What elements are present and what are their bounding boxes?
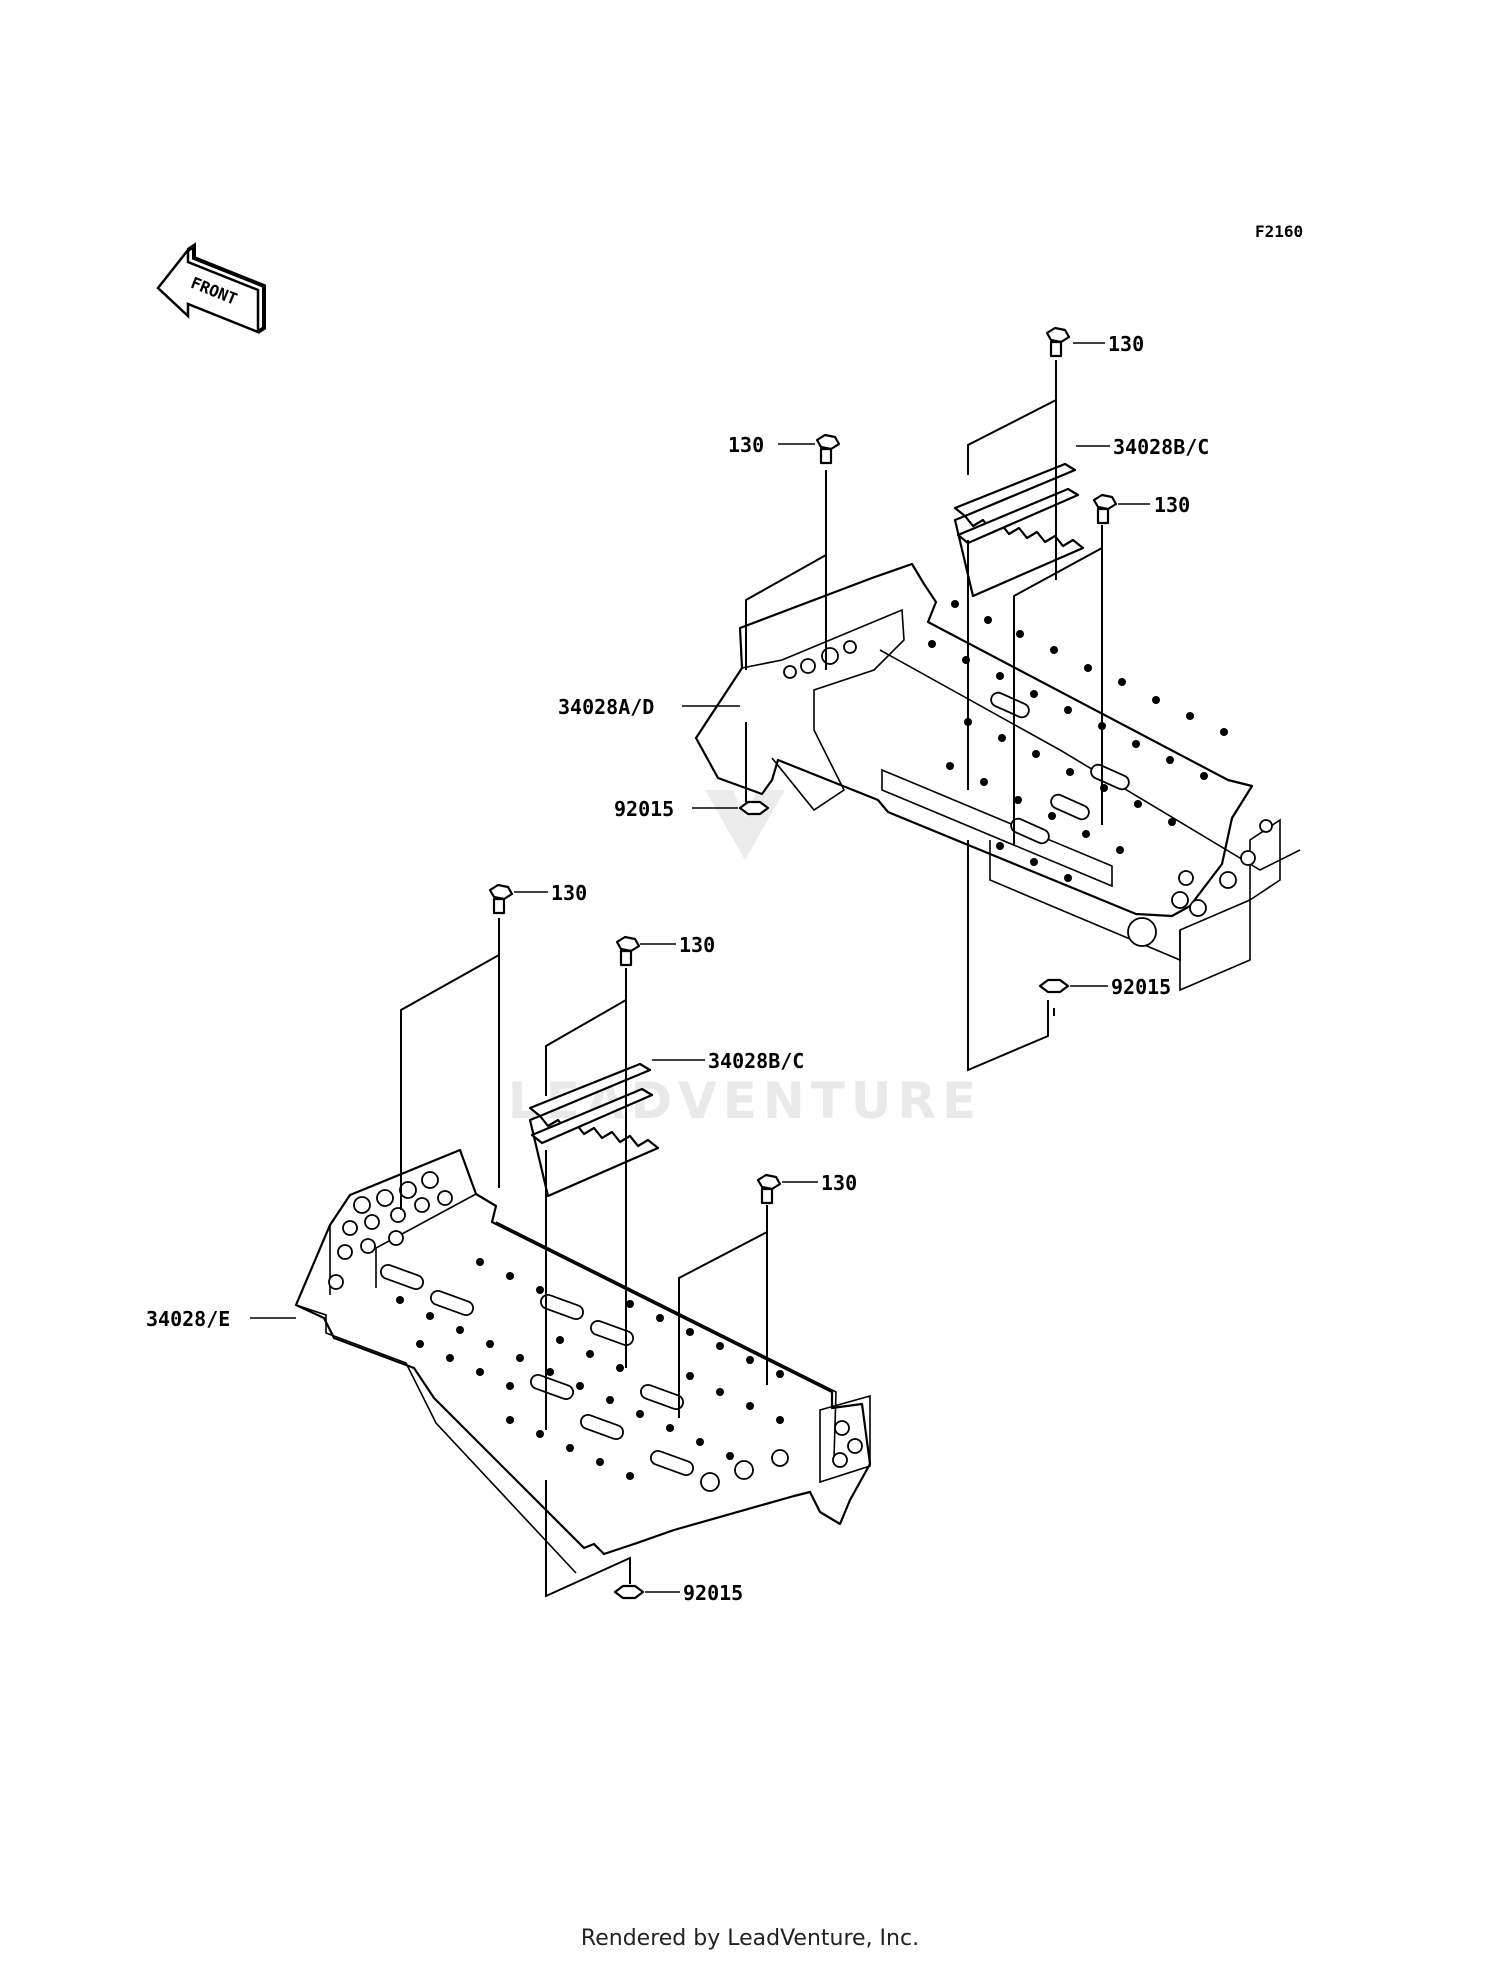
label-bolt-130-left-b: 130 [679,933,715,957]
label-step-34028ad: 34028A/D [558,695,654,719]
step-34028e [294,1148,872,1556]
figure-code: F2160 [1255,222,1303,241]
bolt-130-left-a [488,883,514,915]
label-plate-34028bc-left: 34028B/C [708,1049,804,1073]
step-34028ad [694,562,1254,918]
bolt-130-right-b [1092,493,1118,525]
nut-92015-right-rear [1038,978,1070,994]
bolt-130-right-c [815,433,841,465]
label-bolt-130-left-a: 130 [551,881,587,905]
plate-34028bc-left [528,1062,660,1198]
bolt-130-left-c [756,1173,782,1205]
footrest-assembly-right [682,326,1301,1072]
label-bolt-130-right-c: 130 [728,433,764,457]
bolt-130-right-a [1045,326,1071,358]
footrest-assembly-left [250,883,872,1600]
label-bolt-130-left-c: 130 [821,1171,857,1195]
plate-34028bc-right [953,462,1085,598]
label-bolt-130-right-a: 130 [1108,332,1144,356]
nut-92015-left [613,1584,645,1600]
front-arrow-icon: FRONT [156,242,266,334]
label-step-34028e: 34028/E [146,1307,230,1331]
label-bolt-130-right-b: 130 [1154,493,1190,517]
label-nut-92015-right-front: 92015 [614,797,674,821]
bolt-130-left-b [615,935,641,967]
label-plate-34028bc-right: 34028B/C [1113,435,1209,459]
nut-92015-right-front [738,800,770,816]
label-nut-92015-left: 92015 [683,1581,743,1605]
label-nut-92015-right-rear: 92015 [1111,975,1171,999]
footer-credit: Rendered by LeadVenture, Inc. [581,1926,919,1951]
